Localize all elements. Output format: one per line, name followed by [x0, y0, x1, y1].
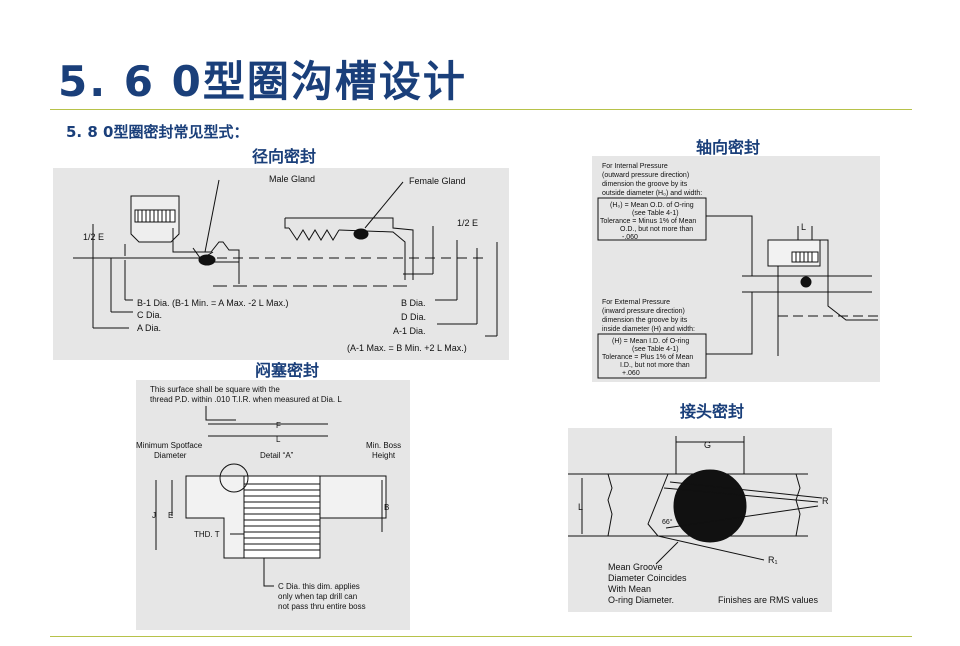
fitting-r-label: R	[822, 496, 829, 506]
d-dia-label: D Dia.	[401, 312, 426, 322]
box2-line-1: (H) = Mean I.D. of O-ring	[612, 338, 689, 345]
mean-groove-line-4: O-ring Diameter.	[608, 595, 674, 605]
axial-seal-diagram: For Internal Pressure (outward pressure …	[592, 156, 880, 382]
c-note-line-1: C Dia. this dim. applies	[278, 582, 360, 591]
title-divider	[50, 109, 912, 110]
fitting-o-ring	[673, 469, 747, 543]
external-line-1: For External Pressure	[602, 299, 670, 306]
fitting-angle-label: 66°	[662, 518, 673, 526]
plug-l-label: L	[276, 435, 281, 444]
c-dia-label: C Dia.	[137, 310, 162, 320]
external-line-2: (inward pressure direction)	[602, 308, 685, 315]
female-gland-leader	[364, 181, 404, 229]
mean-groove-line-3: With Mean	[608, 584, 651, 594]
caption-axial: 轴向密封	[696, 138, 761, 157]
plug-b-label: B	[384, 503, 389, 512]
internal-line-3: dimension the groove by its	[602, 181, 688, 188]
female-gland-label: Female Gland	[409, 176, 466, 186]
box2-line-3: Tolerance = Plus 1% of Mean	[602, 354, 693, 361]
female-gland-o-ring	[353, 228, 369, 240]
b-dia-label: B Dia.	[401, 298, 426, 308]
fitting-r1-label: R₁	[768, 555, 778, 565]
box1-line-4: O.D., but not more than	[620, 226, 693, 233]
min-boss-line-1: Min. Boss	[366, 441, 401, 450]
internal-line-2: (outward pressure direction)	[602, 172, 689, 179]
external-line-3: dimension the groove by its	[602, 317, 688, 324]
plug-note-line-1: This surface shall be square with the	[150, 385, 280, 394]
box1-line-2: (see Table 4-1)	[632, 210, 679, 217]
fitting-seal-diagram: G L R 66° R₁ Mean Groove Diameter Coinci…	[568, 428, 832, 612]
male-gland-label: Male Gland	[269, 174, 315, 184]
min-boss-line-2: Height	[372, 451, 396, 460]
a-dia-label: A Dia.	[137, 323, 161, 333]
box2-line-5: +.060	[622, 370, 640, 377]
internal-line-4: outside diameter (H₀) and width:	[602, 190, 702, 197]
section-subtitle: 5. 8 0型圈密封常见型式：	[66, 123, 249, 141]
male-gland-o-ring	[198, 254, 216, 266]
caption-fitting: 接头密封	[680, 402, 745, 421]
box1-line-1: (H₀) = Mean O.D. of O-ring	[610, 202, 694, 209]
half-e-left-label: 1/2 E	[83, 232, 104, 242]
plug-j-label: J	[152, 511, 156, 520]
plug-seal-diagram: This surface shall be square with the th…	[136, 380, 410, 630]
a1-dia-label: A-1 Dia.	[393, 326, 426, 336]
spotface-line-1: Minimum Spotface	[136, 441, 203, 450]
male-gland-leader	[204, 179, 220, 253]
detail-a-label: Detail “A”	[260, 451, 294, 460]
box1-line-5: -.060	[622, 234, 638, 241]
radial-seal-diagram: Male Gland Female Gland 1/2 E 1/2 E B-1 …	[53, 168, 509, 360]
caption-plug: 闷塞密封	[255, 361, 320, 380]
axial-l-label: L	[801, 222, 806, 232]
spotface-line-2: Diameter	[154, 451, 187, 460]
box2-line-2: (see Table 4-1)	[632, 346, 679, 353]
axial-o-ring	[800, 276, 812, 288]
plug-note-line-2: thread P.D. within .010 T.I.R. when meas…	[150, 395, 342, 404]
footer-divider	[50, 636, 912, 637]
finish-note: Finishes are RMS values	[718, 595, 819, 605]
c-note-line-3: not pass thru entire boss	[278, 602, 366, 611]
thd-t-label: THD. T	[194, 530, 220, 539]
slide-title: 5. 6 0型圈沟槽设计	[58, 57, 467, 106]
box2-line-4: I.D., but not more than	[620, 362, 690, 369]
a1-formula-label: (A-1 Max. = B Min. +2 L Max.)	[347, 343, 467, 353]
internal-line-1: For Internal Pressure	[602, 163, 668, 170]
plug-f-label: F	[276, 421, 281, 430]
fitting-l-label: L	[578, 502, 583, 512]
fitting-g-label: G	[704, 440, 711, 450]
mean-groove-line-1: Mean Groove	[608, 562, 663, 572]
plug-e-label: E	[168, 511, 173, 520]
half-e-right-label: 1/2 E	[457, 218, 478, 228]
b1-dia-label: B-1 Dia. (B-1 Min. = A Max. -2 L Max.)	[137, 298, 288, 308]
c-note-line-2: only when tap drill can	[278, 592, 357, 601]
box1-line-3: Tolerance = Minus 1% of Mean	[600, 218, 696, 225]
external-line-4: inside diameter (H) and width:	[602, 326, 695, 333]
mean-groove-line-2: Diameter Coincides	[608, 573, 687, 583]
caption-radial: 径向密封	[252, 147, 317, 166]
